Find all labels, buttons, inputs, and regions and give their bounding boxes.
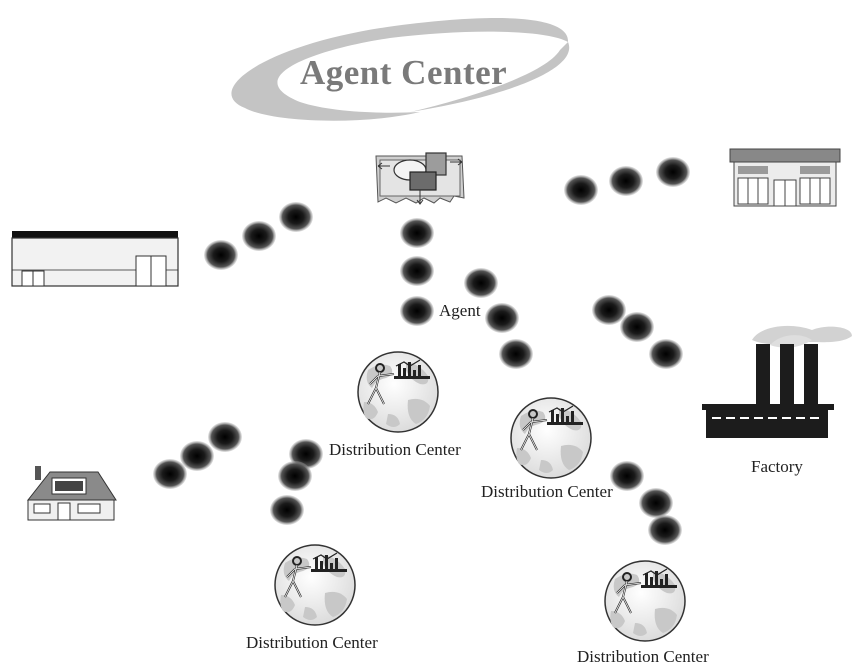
agent-dot <box>270 495 304 525</box>
agent-dot <box>592 295 626 325</box>
factory-label: Factory <box>751 457 803 476</box>
house-icon <box>26 466 117 521</box>
distribution-center-label-1: Distribution Center <box>329 440 461 459</box>
title-swoosh <box>231 18 569 121</box>
agent-dot <box>464 268 498 298</box>
title-logo <box>231 18 570 121</box>
agent-dot <box>180 441 214 471</box>
agent-dot <box>620 312 654 342</box>
distribution-center-globe-icon <box>604 560 686 642</box>
agent-dot <box>208 422 242 452</box>
agent-dot <box>278 461 312 491</box>
agent-dot <box>204 240 238 270</box>
distribution-center-globe-icon <box>357 351 439 433</box>
title-swoosh-tail <box>410 42 570 112</box>
distribution-center-label-4: Distribution Center <box>577 647 709 666</box>
agent-dot <box>400 256 434 286</box>
agent-dot <box>648 515 682 545</box>
agent-dot <box>400 218 434 248</box>
agent-dot <box>656 157 690 187</box>
agent-center-system-icon <box>375 152 465 205</box>
agent-dot <box>242 221 276 251</box>
warehouse-icon <box>11 231 179 287</box>
agent-dot <box>639 488 673 518</box>
retail-store-icon <box>729 148 841 207</box>
agent-dot <box>279 202 313 232</box>
distribution-center-label-3: Distribution Center <box>246 633 378 652</box>
agent-dot <box>610 461 644 491</box>
agent-dots <box>153 157 690 545</box>
agent-dot <box>499 339 533 369</box>
distribution-center-globe-icon <box>274 544 356 626</box>
agent-dot <box>485 303 519 333</box>
distribution-center-globe-icon <box>510 397 592 479</box>
distribution-center-label-2: Distribution Center <box>481 482 613 501</box>
diagram-title: Agent Center <box>300 53 508 92</box>
agent-dot <box>400 296 434 326</box>
agent-dot <box>564 175 598 205</box>
agent-label: Agent <box>439 301 481 320</box>
factory-icon <box>702 325 852 438</box>
agent-dot <box>609 166 643 196</box>
agent-dot <box>649 339 683 369</box>
agent-dot <box>153 459 187 489</box>
